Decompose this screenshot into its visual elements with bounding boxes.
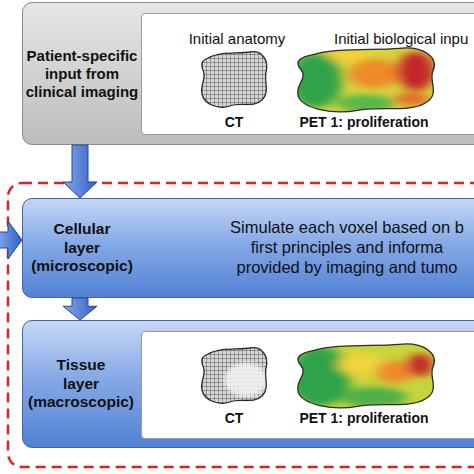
box-heading: Patient-specific input from clinical ima… [25,3,139,144]
box-heading: Tissue layer (macroscopic) [23,321,139,447]
image-label: CT [225,114,244,131]
image-label: CT [225,410,244,427]
layer-box: Cellular layer (microscopic) Simulate eac… [22,198,474,298]
box-heading: Cellular layer (microscopic) [23,199,141,297]
panel-heading: Initial biological inpu [334,30,468,48]
image-label: PET 1: proliferation [299,114,428,131]
dashed-region [8,183,474,467]
box-description: Simulate each voxel based on b first pri… [223,199,471,297]
layer-box: CT PET 1: proliferation Tissue layer (macr… [22,320,474,448]
input-box: Initial anatomy Initial biological inpuCT… [22,2,474,145]
flow-arrow [63,298,97,320]
image-label: PET 1: proliferation [299,410,428,427]
input-arrow [0,221,22,259]
image-panel: Initial anatomy Initial biological inpuCT… [141,13,474,135]
flow-arrow [63,145,97,198]
image-panel: CT PET 1: proliferation [141,331,474,439]
panel-heading: Initial anatomy [189,30,286,48]
